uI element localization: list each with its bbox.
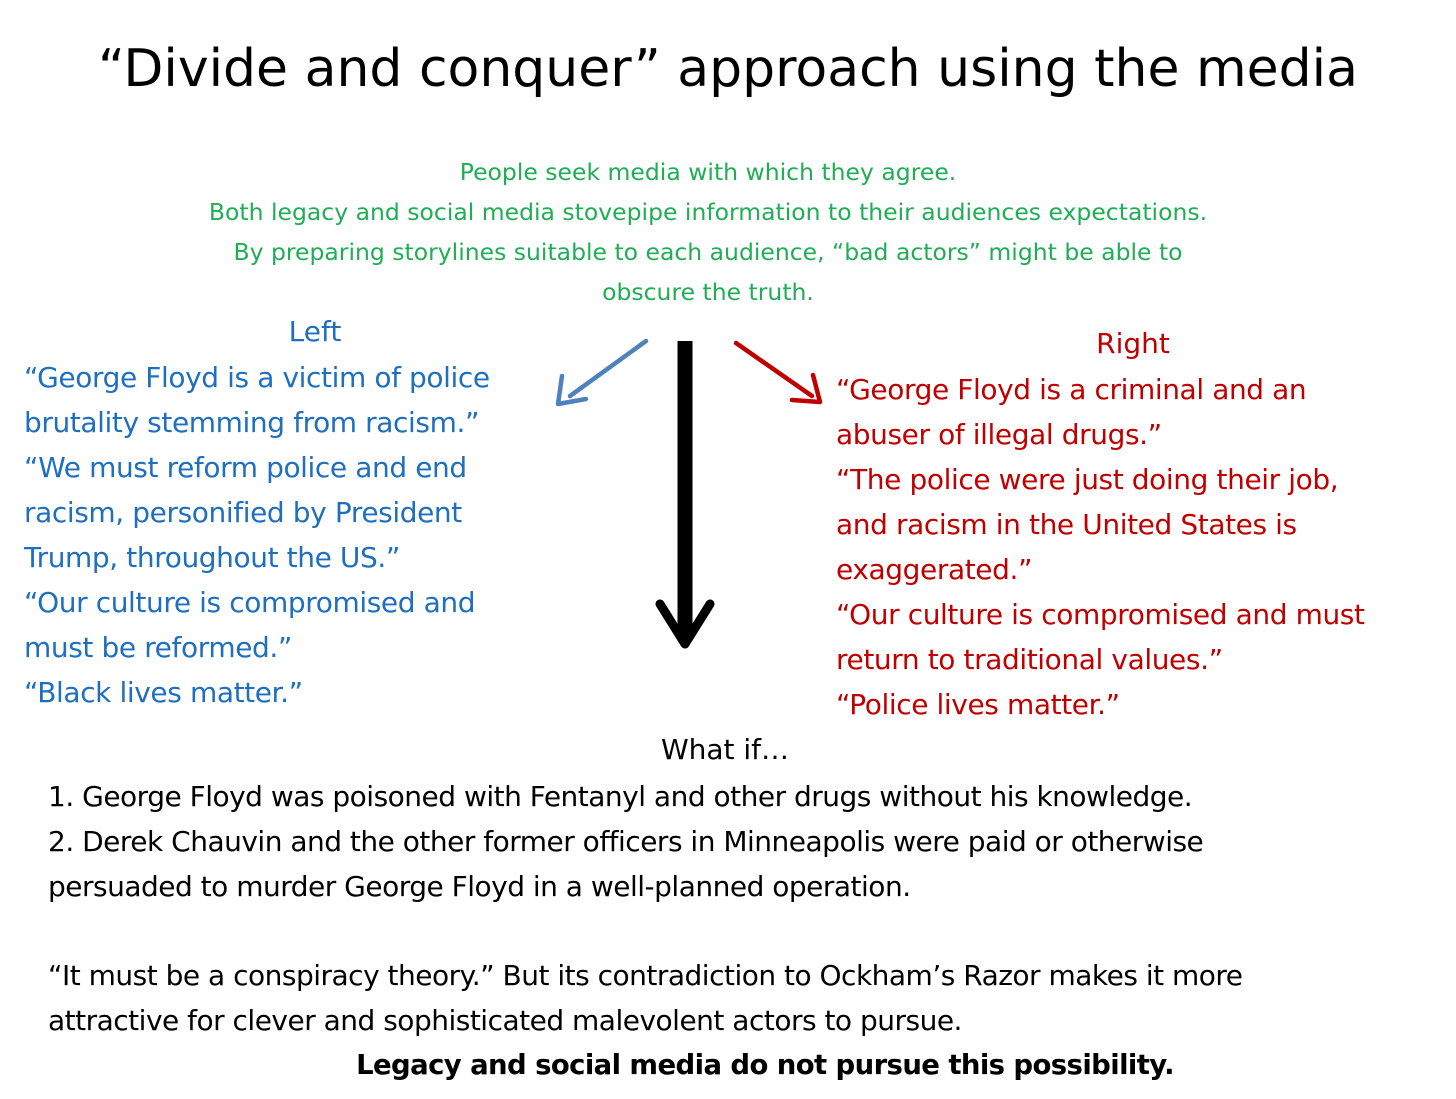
intro-text: People seek media with which they agree.…: [100, 152, 1316, 312]
right-header: Right: [1096, 327, 1170, 360]
right-quotes: “George Floyd is a criminal and an abuse…: [836, 367, 1446, 727]
what-if-line: 2. Derek Chauvin and the other former of…: [48, 825, 1204, 858]
right-quote-line: abuser of illegal drugs.”: [836, 418, 1162, 451]
right-quote-line: and racism in the United States is: [836, 508, 1297, 541]
right-quote-line: “The police were just doing their job,: [836, 463, 1339, 496]
left-quote-line: “We must reform police and end: [24, 451, 467, 484]
closing-line: “It must be a conspiracy theory.” But it…: [48, 959, 1243, 992]
what-if-points: 1. George Floyd was poisoned with Fentan…: [48, 774, 1428, 909]
what-if-line: persuaded to murder George Floyd in a we…: [48, 870, 911, 903]
conclusion-text: Legacy and social media do not pursue th…: [356, 1049, 1174, 1081]
intro-line: Both legacy and social media stovepipe i…: [208, 198, 1208, 226]
right-arrow: [733, 340, 823, 405]
left-arrow: [555, 338, 649, 407]
right-quote-line: “George Floyd is a criminal and an: [836, 373, 1307, 406]
left-quote-line: Trump, throughout the US.”: [24, 541, 400, 574]
slide-title: “Divide and conquer” approach using the …: [98, 39, 1358, 99]
left-quotes: “George Floyd is a victim of police brut…: [24, 355, 584, 715]
right-quote-line: exaggerated.”: [836, 553, 1033, 586]
closing-line: attractive for clever and sophisticated …: [48, 1004, 962, 1037]
what-if-header: What if…: [660, 733, 790, 766]
right-quote-line: “Police lives matter.”: [836, 688, 1120, 721]
intro-line: People seek media with which they agree.: [459, 158, 957, 186]
left-quote-line: “Black lives matter.”: [24, 676, 303, 709]
left-quote-line: “Our culture is compromised and: [24, 586, 476, 619]
what-if-line: 1. George Floyd was poisoned with Fentan…: [48, 780, 1193, 813]
left-quote-line: brutality stemming from racism.”: [24, 406, 480, 439]
center-arrow: [655, 341, 715, 649]
right-quote-line: “Our culture is compromised and must: [836, 598, 1365, 631]
left-header: Left: [288, 315, 342, 348]
intro-line: By preparing storylines suitable to each…: [233, 238, 1183, 266]
intro-line: obscure the truth.: [602, 278, 814, 306]
left-quote-line: “George Floyd is a victim of police: [24, 361, 490, 394]
left-quote-line: must be reformed.”: [24, 631, 293, 664]
closing-text: “It must be a conspiracy theory.” But it…: [48, 953, 1428, 1043]
right-quote-line: return to traditional values.”: [836, 643, 1223, 676]
left-quote-line: racism, personified by President: [24, 496, 462, 529]
